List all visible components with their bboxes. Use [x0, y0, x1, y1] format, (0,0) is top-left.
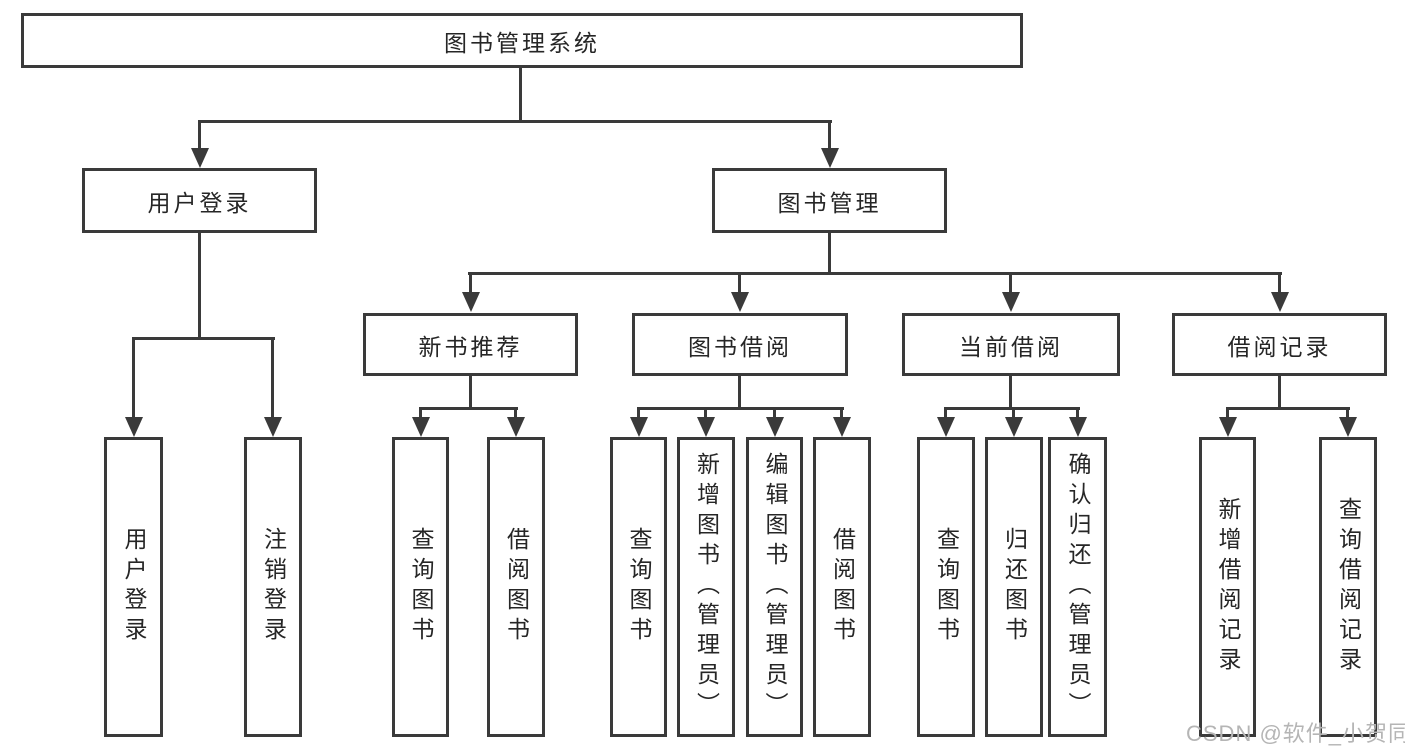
- connector-line: [1346, 410, 1349, 417]
- node-label: 用户登录: [147, 189, 252, 216]
- arrow-down-icon: [937, 417, 955, 437]
- arrow-down-icon: [1068, 417, 1087, 437]
- arrow-down-icon: [629, 417, 648, 437]
- arrow-down-icon: [411, 417, 430, 437]
- arrow-down-icon: [1002, 292, 1020, 312]
- connector-line: [840, 410, 843, 417]
- arrow-down-icon: [820, 148, 839, 168]
- connector-line: [271, 340, 274, 417]
- node-label: 新书推荐: [418, 333, 523, 360]
- leaf-br-query-record: 查询借阅记录: [1319, 437, 1377, 737]
- connector-line: [637, 410, 640, 417]
- connector-line: [1278, 376, 1281, 407]
- connector-line: [1012, 410, 1015, 417]
- connector-line: [944, 410, 947, 417]
- arrow-down-icon: [1004, 417, 1023, 437]
- connector-line: [1278, 275, 1281, 292]
- node-label: 新增图书（管理员）: [693, 452, 720, 722]
- arrow-down-icon: [507, 417, 525, 437]
- node-label: 确认归还（管理员）: [1065, 452, 1091, 722]
- connector-line: [738, 275, 741, 292]
- node-borrow-records: 借阅记录: [1172, 313, 1387, 376]
- leaf-bb-borrow-books: 借阅图书: [813, 437, 871, 737]
- arrow-down-icon: [263, 417, 282, 437]
- node-label: 注销登录: [260, 527, 287, 647]
- connector-line: [637, 407, 844, 410]
- node-label: 借阅图书: [829, 527, 856, 647]
- leaf-cb-confirm-return: 确认归还（管理员）: [1048, 437, 1107, 737]
- node-label: 借阅图书: [503, 527, 530, 647]
- arrow-down-icon: [461, 292, 480, 312]
- leaf-br-add-record: 新增借阅记录: [1199, 437, 1256, 737]
- connector-line: [1226, 410, 1229, 417]
- connector-line: [132, 340, 135, 417]
- leaf-logout: 注销登录: [244, 437, 302, 737]
- arrow-down-icon: [1270, 292, 1289, 312]
- connector-line: [1076, 410, 1079, 417]
- connector-line: [1009, 275, 1012, 292]
- watermark-text: CSDN @软件_小贺同学: [1186, 721, 1405, 746]
- connector-line: [1009, 376, 1012, 407]
- connector-line: [469, 275, 472, 292]
- node-label: 查询借阅记录: [1335, 497, 1362, 677]
- node-label: 图书管理: [777, 189, 882, 216]
- connector-line: [419, 410, 422, 417]
- node-new-book-recommend: 新书推荐: [363, 313, 578, 376]
- arrow-down-icon: [124, 417, 143, 437]
- leaf-nb-query-books: 查询图书: [392, 437, 449, 737]
- connector-line: [704, 410, 707, 417]
- node-label: 查询图书: [408, 527, 434, 647]
- node-user-login: 用户登录: [82, 168, 317, 233]
- connector-line: [132, 337, 275, 340]
- node-label: 编辑图书（管理员）: [762, 452, 788, 722]
- node-book-management: 图书管理: [712, 168, 947, 233]
- node-label: 借阅记录: [1227, 333, 1332, 360]
- node-book-borrow: 图书借阅: [632, 313, 848, 376]
- node-label: 查询图书: [626, 527, 652, 647]
- leaf-bb-add-books: 新增图书（管理员）: [677, 437, 735, 737]
- connector-line: [828, 123, 831, 150]
- node-label: 查询图书: [933, 527, 960, 647]
- arrow-down-icon: [697, 417, 715, 437]
- arrow-down-icon: [1338, 417, 1357, 437]
- node-label: 图书管理系统: [444, 29, 600, 56]
- arrow-down-icon: [765, 417, 784, 437]
- connector-line: [944, 407, 1080, 410]
- node-label: 图书借阅: [688, 333, 792, 360]
- connector-line: [468, 272, 1282, 275]
- leaf-cb-return-books: 归还图书: [985, 437, 1043, 737]
- connector-line: [773, 410, 776, 417]
- leaf-bb-edit-books: 编辑图书（管理员）: [746, 437, 803, 737]
- arrow-down-icon: [190, 148, 209, 168]
- node-current-borrow: 当前借阅: [902, 313, 1120, 376]
- arrow-down-icon: [1218, 417, 1237, 437]
- node-label: 归还图书: [1001, 527, 1028, 647]
- connector-line: [519, 68, 522, 120]
- leaf-nb-borrow-books: 借阅图书: [487, 437, 545, 737]
- connector-line: [828, 233, 831, 272]
- connector-line: [738, 376, 741, 407]
- connector-line: [198, 120, 832, 123]
- connector-line: [469, 376, 472, 407]
- node-label: 用户登录: [121, 527, 147, 647]
- arrow-down-icon: [731, 292, 749, 312]
- leaf-user-login: 用户登录: [104, 437, 163, 737]
- connector-line: [198, 233, 201, 337]
- leaf-bb-query-books: 查询图书: [610, 437, 667, 737]
- connector-line: [419, 407, 518, 410]
- leaf-cb-query-books: 查询图书: [917, 437, 975, 737]
- connector-line: [198, 123, 201, 150]
- node-label: 当前借阅: [959, 333, 1063, 360]
- connector-line: [1226, 407, 1350, 410]
- connector-line: [514, 410, 517, 417]
- arrow-down-icon: [833, 417, 851, 437]
- node-label: 新增借阅记录: [1215, 497, 1241, 677]
- node-library-system: 图书管理系统: [21, 13, 1023, 68]
